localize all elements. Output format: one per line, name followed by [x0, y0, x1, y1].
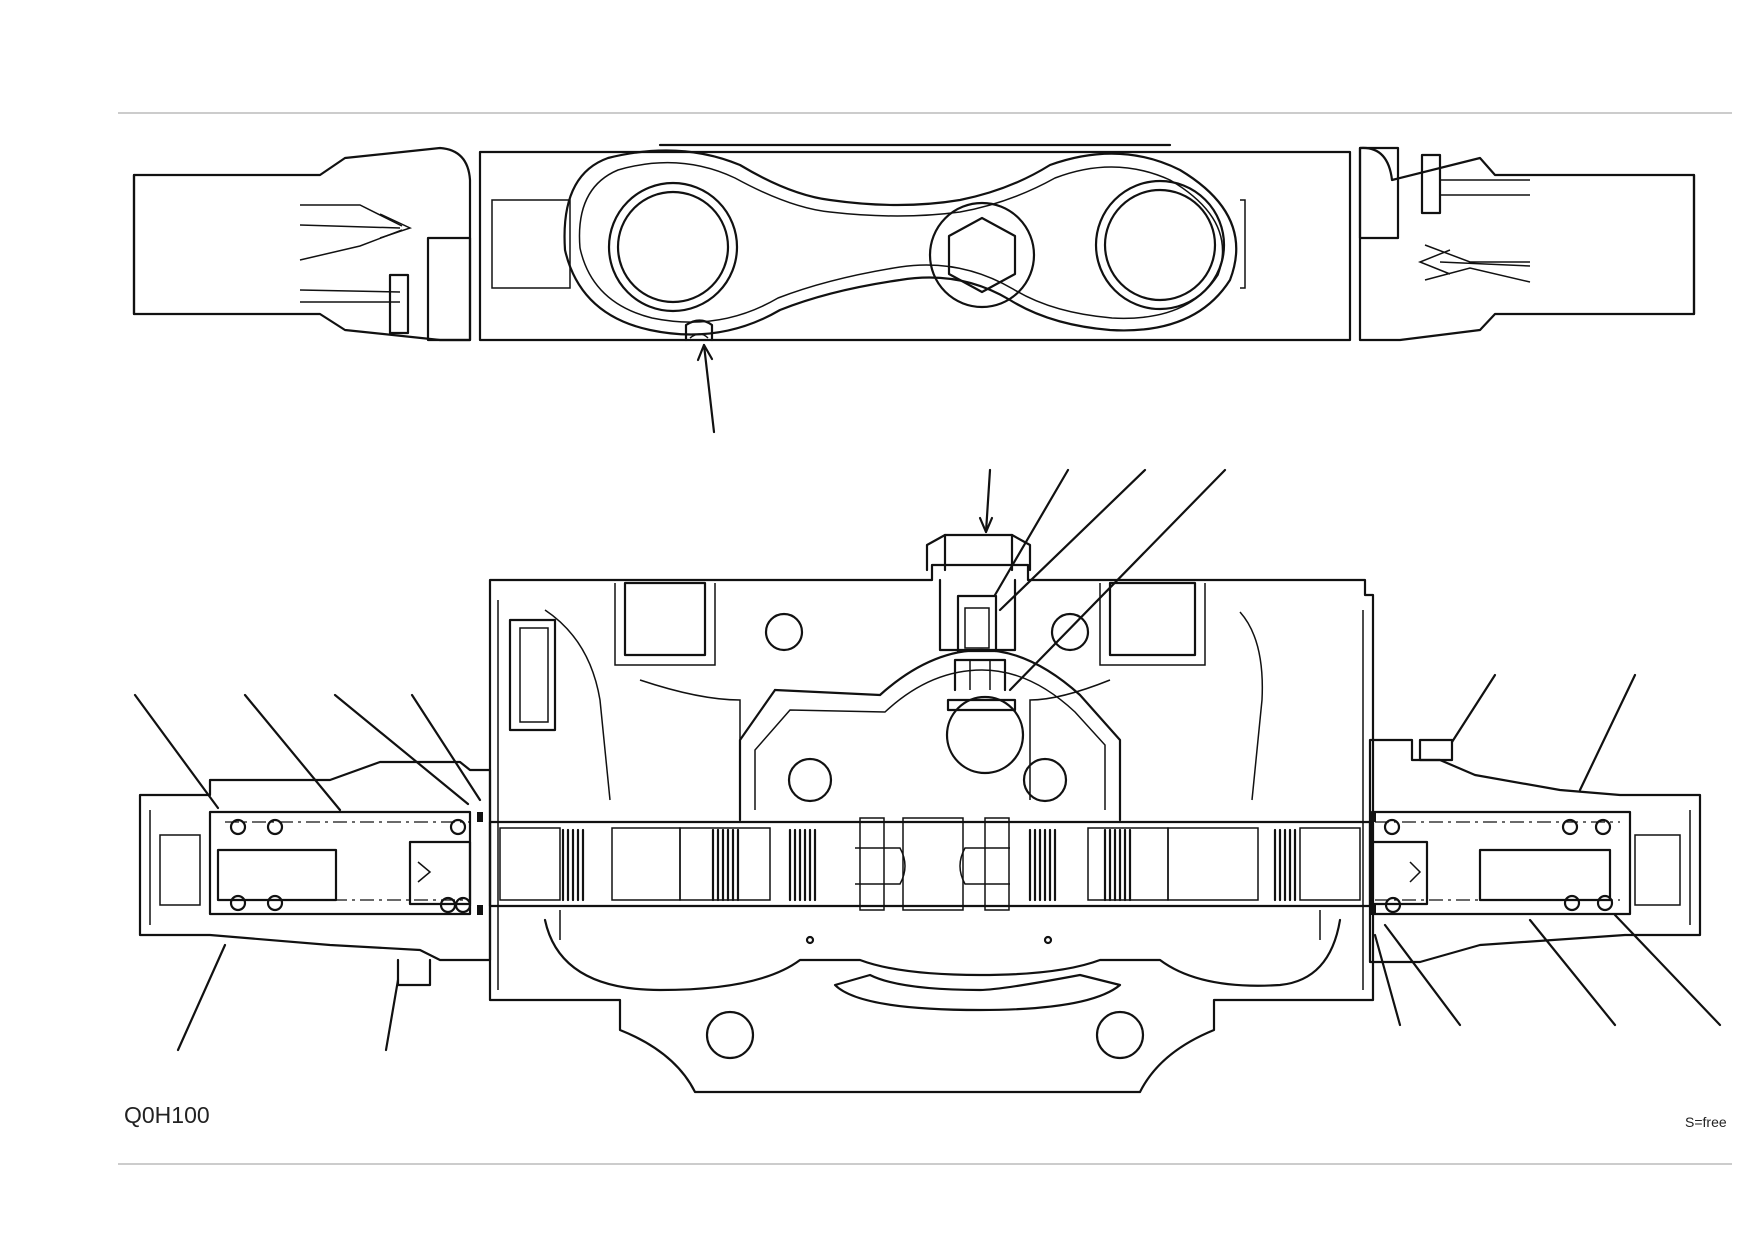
right-bore	[1094, 179, 1226, 311]
top-plug	[925, 533, 1032, 712]
hex-nut	[947, 216, 1017, 294]
mount-hole-right	[1095, 1010, 1145, 1060]
center-bore	[945, 695, 1025, 775]
leaders-right	[1373, 673, 1722, 1027]
section-view	[133, 468, 1722, 1094]
left-bore	[607, 181, 739, 313]
drawing-code: Q0H100	[124, 1102, 210, 1128]
right-cap-section	[1368, 738, 1702, 964]
left-cap-section	[138, 760, 492, 987]
leaders-top	[978, 468, 1227, 692]
top-center-body	[478, 143, 1352, 342]
spool	[488, 817, 1372, 911]
housing-outline	[488, 563, 1375, 1094]
top-left-cap	[132, 146, 472, 342]
top-view	[132, 143, 1696, 434]
mount-hole-left	[705, 1010, 755, 1060]
leaders-left	[133, 693, 482, 1052]
scale-note: S=free	[1685, 1114, 1727, 1130]
top-right-cap	[1358, 146, 1696, 342]
top-leader-arrow	[696, 343, 716, 434]
